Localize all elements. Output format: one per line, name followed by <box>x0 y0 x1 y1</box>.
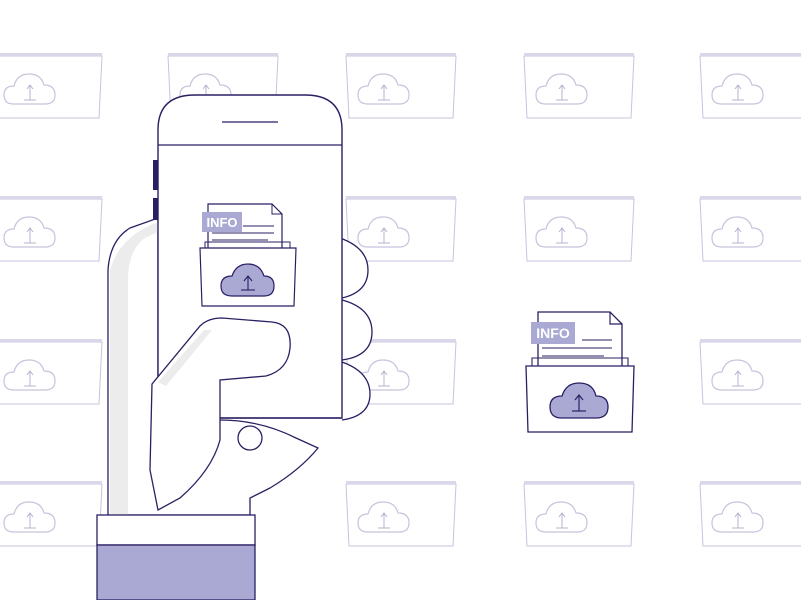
phone-side-button <box>153 160 158 190</box>
info-label-badge <box>531 322 575 344</box>
home-button <box>237 425 263 451</box>
sleeve <box>96 544 256 600</box>
phone-info-label: INFO <box>206 215 237 230</box>
info-folder-icon: INFO <box>525 311 635 433</box>
cloud-upload-icon <box>549 382 609 419</box>
thumb-icon <box>149 317 291 511</box>
sleeve-cuff <box>96 514 256 546</box>
info-label: INFO <box>536 325 570 341</box>
phone-info-folder-icon: INFO <box>199 203 297 307</box>
phone-side-button <box>153 198 158 220</box>
hand-holding-phone: INFO <box>96 94 373 600</box>
